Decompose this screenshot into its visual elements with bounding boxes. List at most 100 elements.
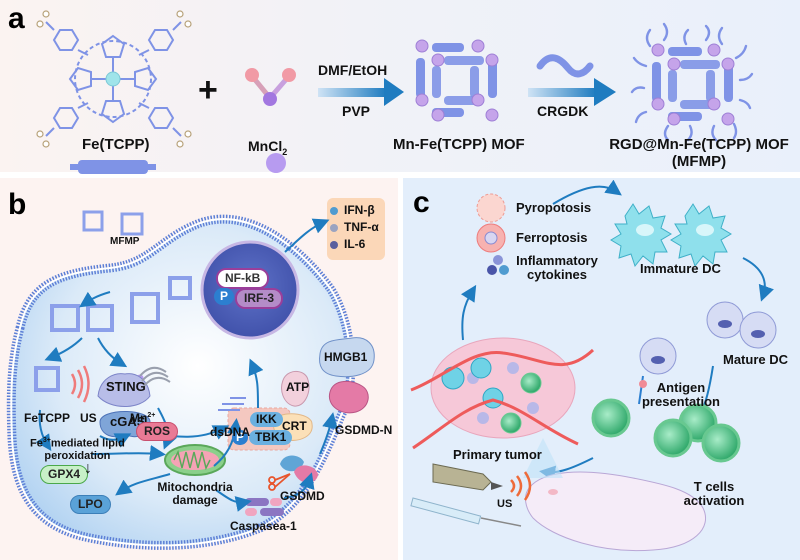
mito-line2: damage	[172, 493, 218, 508]
cytokine-ifn-beta: IFN-β	[344, 203, 375, 217]
panel-c-graphics	[410, 179, 777, 552]
antigen-line2: presentation	[641, 394, 720, 410]
step2-crgdk-label: CRGDK	[537, 103, 589, 119]
tbk1-phospho-badge: P	[232, 430, 248, 445]
syringe-icon	[410, 497, 522, 527]
mof-label: Mn-Fe(TCPP) MOF	[393, 136, 525, 153]
mof-in-cell-icon	[34, 276, 192, 392]
gsdmd-n-shape-icon	[328, 381, 369, 414]
reaction-arrow-2-icon	[528, 78, 616, 106]
mature-dc-icon	[639, 301, 777, 375]
lpo-pill: LPO	[70, 495, 111, 514]
fe-tcpp-label: Fe(TCPP)	[82, 136, 150, 153]
step1-pvp-label: PVP	[342, 103, 371, 119]
crt-label: CRT	[282, 419, 307, 433]
crgdk-peptide-icon	[536, 54, 594, 78]
antigen-presentation-label: Antigen presentation	[640, 380, 722, 410]
fe3-line2: peroxidation	[44, 449, 111, 462]
cytokine-box	[327, 198, 385, 260]
inflammatory-cytokines-label: Inflammatory cytokines	[513, 253, 601, 283]
immature-dc-label: Immature DC	[640, 261, 721, 276]
panel-a-graphics	[36, 10, 754, 174]
ultrasound-beam-icon	[523, 438, 563, 478]
hmgb1-label: HMGB1	[324, 350, 368, 364]
us-label-c: US	[497, 498, 513, 510]
caspase1-label: Caspasea-1	[230, 519, 297, 533]
tnf-alpha-dot-icon	[330, 224, 338, 232]
dsdna-label: dsDNA	[210, 425, 251, 439]
mouse-icon	[525, 471, 706, 552]
product-label: RGD@Mn-Fe(TCPP) MOF (MFMP)	[604, 136, 794, 170]
fe-tcpp-molecule-icon	[45, 21, 182, 137]
ifn-beta-dot-icon	[330, 207, 338, 215]
atp-shape-icon	[281, 371, 310, 407]
antigen-line1: Antigen	[656, 380, 706, 395]
fe3-suffix: mediated lipid	[50, 437, 125, 450]
mitochondria-icon	[164, 444, 226, 476]
mn2-text: Mn	[130, 411, 148, 425]
hmgb1-shape-icon	[319, 337, 375, 378]
product-label-line2: (MFMP)	[671, 152, 727, 170]
cgas-label: cGAS	[110, 414, 146, 429]
pathway-arrows-icon	[35, 291, 338, 512]
us-label-b: US	[80, 411, 97, 425]
mncl2-text: MnCl	[248, 138, 283, 154]
mito-line1: Mitochondria	[157, 480, 233, 494]
cytokine-il6: IL-6	[344, 237, 366, 251]
tcells-line1: T cells	[693, 479, 735, 494]
irf3-pill: IRF-3	[235, 288, 283, 309]
panel-letter-c: c	[413, 186, 430, 219]
linker-rod-icon	[70, 160, 156, 174]
primary-tumor-icon	[410, 337, 595, 450]
mitochondria-damage-label: Mitochondria damage	[155, 480, 235, 508]
nfkb-pill: NF-kB	[216, 268, 270, 289]
reaction-arrow-1-icon	[318, 78, 404, 106]
mn2-superscript: 2+	[147, 412, 156, 419]
panel-c: c	[403, 178, 800, 560]
secretion-arrow-icon	[284, 218, 330, 253]
gpx4-down-arrow-icon: ↓	[84, 460, 92, 477]
ikk-pill: IKK	[250, 412, 283, 427]
fe3-superscript: 3+	[42, 437, 51, 444]
panel-letter-b: b	[8, 188, 27, 221]
fe3-lipid-peroxidation-label: Fe3+mediated lipid peroxidation	[30, 437, 125, 462]
inflam-line2: cytokines	[527, 267, 587, 283]
t-cells-activation-label: T cells activation	[679, 479, 749, 509]
scissors-icon	[268, 473, 291, 491]
panel-b: b	[0, 178, 398, 560]
mn-ion-sphere-icon	[266, 153, 286, 173]
mncl2-label: MnCl2	[248, 138, 288, 158]
pyroptosis-cell-icon	[476, 193, 506, 223]
dsdna-icon	[218, 397, 246, 411]
irf3-phospho-badge: P	[214, 288, 234, 305]
ultrasound-probe-icon	[432, 463, 503, 491]
sting-shape-icon	[97, 373, 151, 407]
sting-label: STING	[106, 379, 146, 394]
fe-center-atom-icon	[105, 71, 121, 87]
fe3-line1: Fe3+mediated lipid	[30, 437, 125, 450]
fe3-prefix: Fe	[30, 437, 43, 450]
mncl2-molecule-icon	[245, 68, 296, 106]
immature-dc-icon	[610, 203, 732, 268]
ros-pill: ROS	[136, 422, 179, 441]
il6-dot-icon	[330, 241, 338, 249]
cytokines-dots-icon	[487, 255, 509, 275]
panel-a: a	[0, 0, 800, 174]
pyroptosis-label: Pyropotosis	[516, 200, 592, 215]
product-label-line1: RGD@Mn-Fe(TCPP) MOF	[609, 136, 789, 153]
ultrasound-waves-icon	[70, 365, 90, 403]
mof-metal-nodes-icon	[415, 39, 499, 122]
mfmp-nanoparticle-icon	[630, 22, 754, 142]
carboxyl-atoms-icon	[36, 10, 192, 148]
mfmp-label: MFMP	[110, 236, 140, 247]
mature-dc-label: Mature DC	[723, 352, 789, 367]
gpx4-pill: GPX4	[40, 465, 89, 484]
gsdmd-label: GSDMD	[280, 489, 325, 503]
tbk1-pill: TBK1	[249, 430, 293, 445]
t-cells-icon	[591, 398, 741, 463]
inflam-line1: Inflammatory	[516, 253, 598, 268]
gsdmd-n-label: GSDMD-N	[335, 423, 393, 437]
step1-solvent-label: DMF/EtOH	[318, 62, 388, 78]
mncl2-subscript: 2	[282, 146, 288, 157]
atp-label: ATP	[286, 380, 310, 394]
